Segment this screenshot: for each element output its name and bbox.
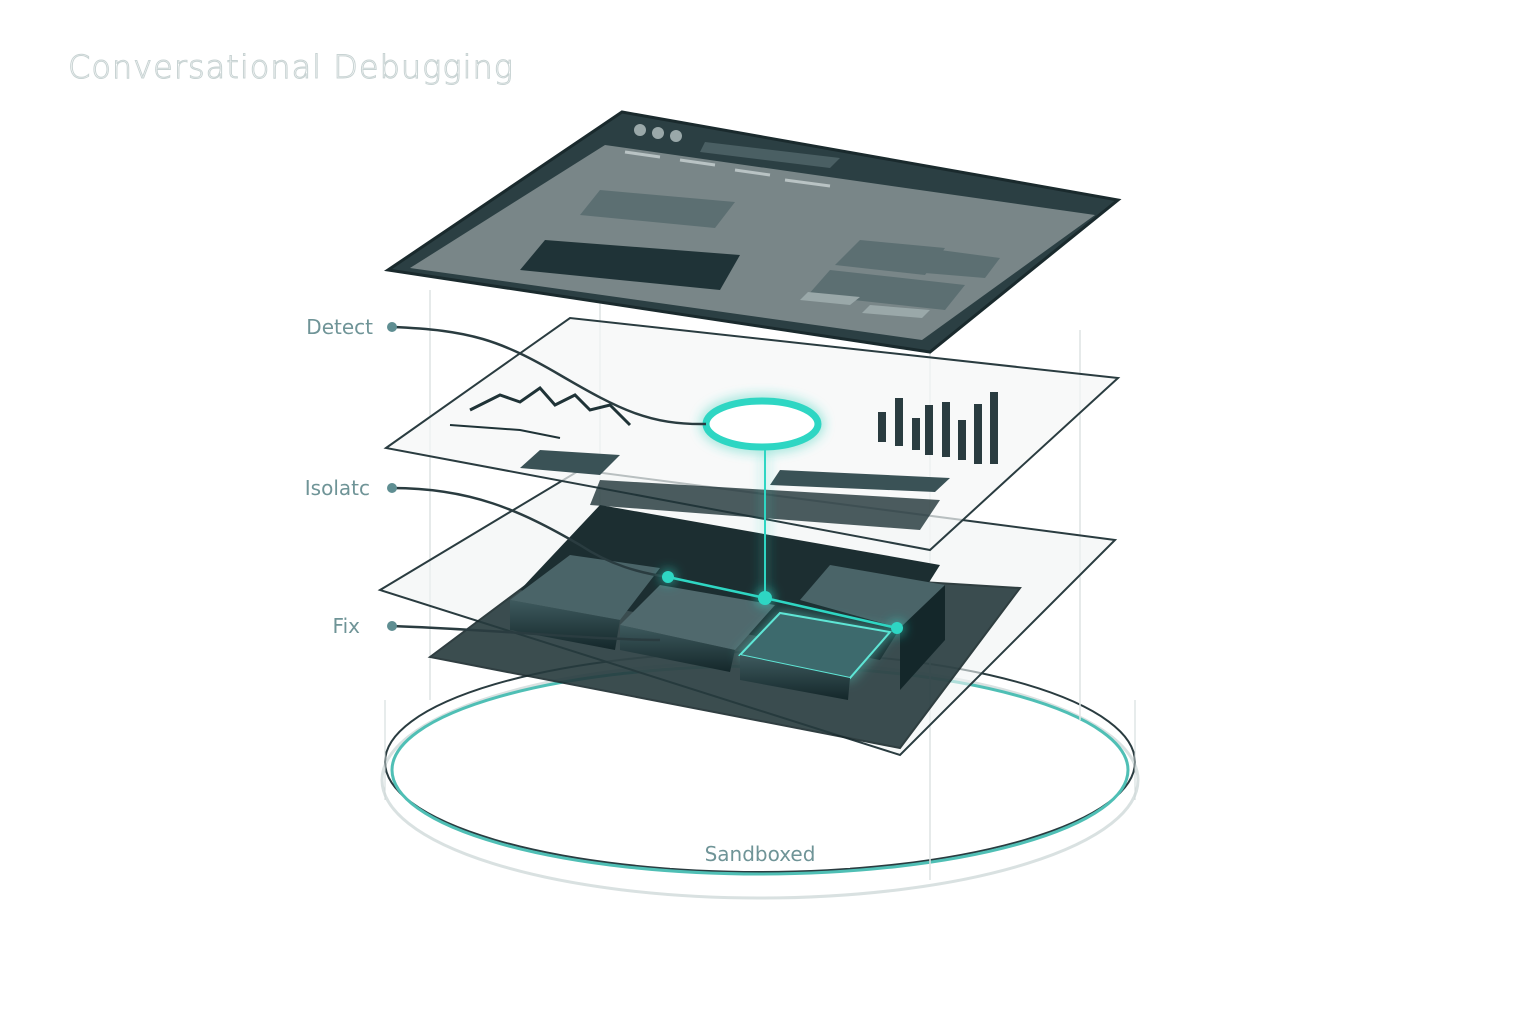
node-dot	[662, 571, 674, 583]
window-dot-icon	[634, 124, 646, 136]
stage-label: Isolatc	[305, 476, 370, 500]
stage-isolate: Isolatc	[305, 476, 397, 500]
diagram-title: Conversational Debugging	[68, 48, 514, 87]
stage-fix: Fix	[333, 614, 397, 638]
stage-label: Fix	[333, 614, 361, 638]
stage-label: Detect	[306, 315, 373, 339]
code-block	[620, 585, 775, 672]
bar-chart-icon	[878, 392, 998, 464]
node-dot	[891, 622, 903, 634]
stage-detect: Detect	[306, 315, 397, 339]
detection-ring	[702, 397, 822, 598]
window-dot-icon	[670, 130, 682, 142]
node-dot	[758, 591, 772, 605]
code-block	[800, 565, 945, 690]
sandboxed-label: Sandboxed	[705, 842, 816, 866]
fixed-block-highlight	[738, 611, 892, 700]
window-dot-icon	[652, 127, 664, 139]
detect-layer-ui-window	[383, 110, 1122, 354]
